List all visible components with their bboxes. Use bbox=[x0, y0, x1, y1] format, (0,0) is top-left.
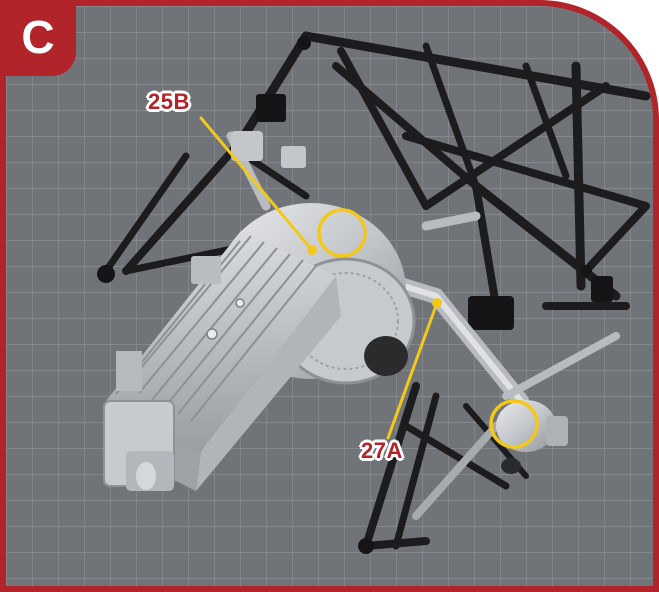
callout-dot-27a bbox=[432, 298, 442, 308]
callout-lines bbox=[199, 116, 439, 440]
yellow-circle-icon bbox=[489, 399, 539, 449]
callout-dot-25b bbox=[307, 245, 317, 255]
yellow-circle-icon bbox=[317, 208, 367, 258]
chassis-frame bbox=[102, 31, 651, 550]
step-badge: C bbox=[0, 0, 76, 76]
assembly-photo bbox=[6, 6, 653, 586]
part-label-25b: 25B bbox=[148, 89, 190, 114]
part-label-27a: 27A bbox=[361, 438, 403, 463]
step-letter: C bbox=[21, 11, 55, 63]
rear-hub-upright bbox=[496, 400, 568, 474]
upper-arm-mounts bbox=[191, 131, 306, 284]
assembly-photo-illustration bbox=[6, 6, 653, 586]
mounting-blocks bbox=[97, 36, 613, 554]
